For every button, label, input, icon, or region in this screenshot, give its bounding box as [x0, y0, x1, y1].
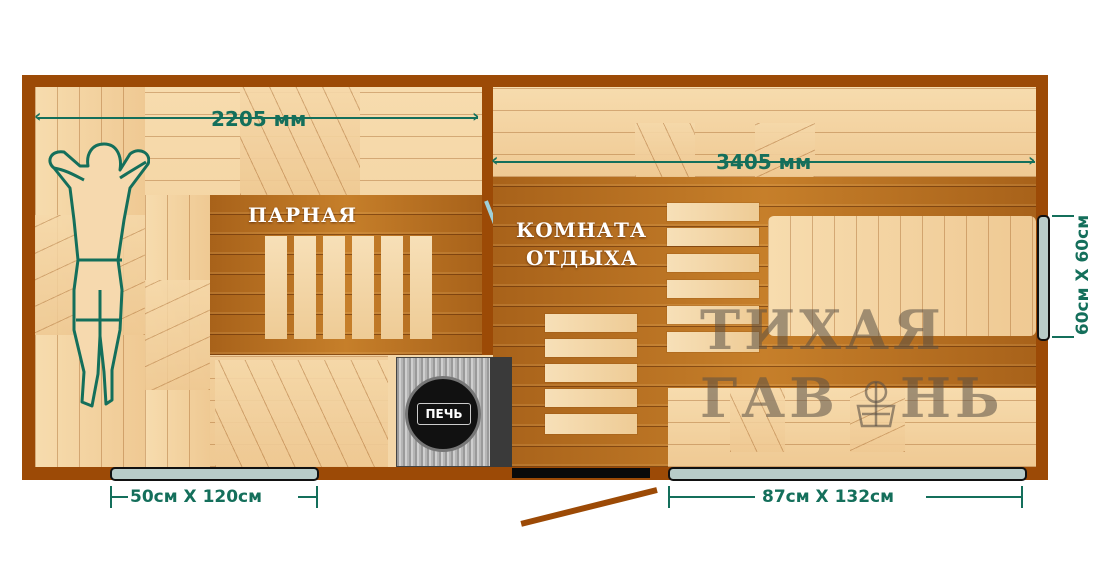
dimension-line: [670, 496, 755, 498]
bench-plank: [667, 228, 759, 246]
dimension-tick-right: [1021, 486, 1023, 508]
bench-slat: [410, 236, 432, 339]
dimension-line: [298, 496, 316, 498]
dimension-line: [926, 496, 1021, 498]
dimension-tick-top: [1052, 215, 1074, 217]
bench-plank: [545, 389, 637, 407]
rest-room-lower-diagonal-2: [850, 388, 905, 452]
steam-room-floor-diagonal-bottom: [215, 360, 390, 467]
dimension-line-steam-room: [38, 117, 478, 119]
window-rest-room: [668, 467, 1027, 481]
dimension-line-rest-room: [495, 161, 1035, 163]
bench-plank: [545, 364, 637, 382]
bench-plank: [667, 280, 759, 298]
steam-room-length-label: 2205 мм: [211, 107, 307, 131]
stove-label: ПЕЧЬ: [417, 403, 471, 425]
window-end-wall: [1037, 215, 1050, 341]
rest-room-lower-diagonal: [730, 388, 785, 452]
watermark-line2-left: ГАВ: [700, 366, 839, 430]
window-steam-room-size-label: 50см X 120см: [130, 487, 263, 507]
steam-room-floor-diagonal-2: [145, 280, 210, 390]
rest-room-diagonal-boards-2: [755, 123, 815, 177]
arrow-right-icon: ›: [472, 106, 480, 127]
arrow-left-icon: ‹: [491, 150, 499, 171]
bench-plank: [545, 414, 637, 434]
bench-plank: [667, 332, 759, 352]
bench-slat: [265, 236, 287, 339]
entrance-door-leaf[interactable]: [520, 487, 658, 527]
lighthouse-logo-icon: [856, 380, 896, 428]
rest-room-length-label: 3405 мм: [716, 150, 812, 174]
window-steam-room: [110, 467, 319, 481]
bench-plank: [545, 339, 637, 357]
bench-plank: [667, 306, 759, 324]
window-rest-room-size-label: 87см X 132см: [762, 487, 895, 507]
dimension-tick-right: [316, 486, 318, 508]
stove-circle: [405, 376, 481, 452]
bench-slat: [323, 236, 345, 339]
bench-plank: [545, 314, 637, 332]
partition-wall: [482, 87, 493, 197]
dimension-tick-bottom: [1052, 336, 1074, 338]
steam-room-label: ПАРНАЯ: [248, 203, 358, 227]
bench-plank: [667, 254, 759, 272]
dimension-line: [112, 496, 128, 498]
bench-slat: [352, 236, 374, 339]
steam-room-floor-diagonal-top: [240, 87, 360, 195]
dimension-tick-left: [110, 486, 112, 508]
stove-side: [490, 357, 512, 467]
watermark-line1: ТИХАЯ: [700, 298, 945, 362]
rest-room-label-line1: КОМНАТА: [516, 218, 648, 242]
partition-wall-lower: [482, 340, 493, 358]
entrance-threshold: [512, 468, 650, 478]
person-icon: [48, 142, 150, 408]
window-end-size-label: 60см X 60см: [1073, 214, 1093, 336]
arrow-right-icon: ›: [1028, 150, 1036, 171]
rest-room-label-line2: ОТДЫХА: [526, 246, 638, 270]
rest-room-diagonal-boards-1: [635, 123, 695, 177]
table: [768, 216, 1036, 336]
watermark-line2-right: НЬ: [900, 366, 1004, 430]
steam-room-bench-area: [210, 195, 482, 355]
dimension-tick-left: [668, 486, 670, 508]
arrow-left-icon: ‹: [34, 106, 42, 127]
bench-plank: [667, 203, 759, 221]
bench-slat: [381, 236, 403, 339]
bench-slat: [294, 236, 316, 339]
